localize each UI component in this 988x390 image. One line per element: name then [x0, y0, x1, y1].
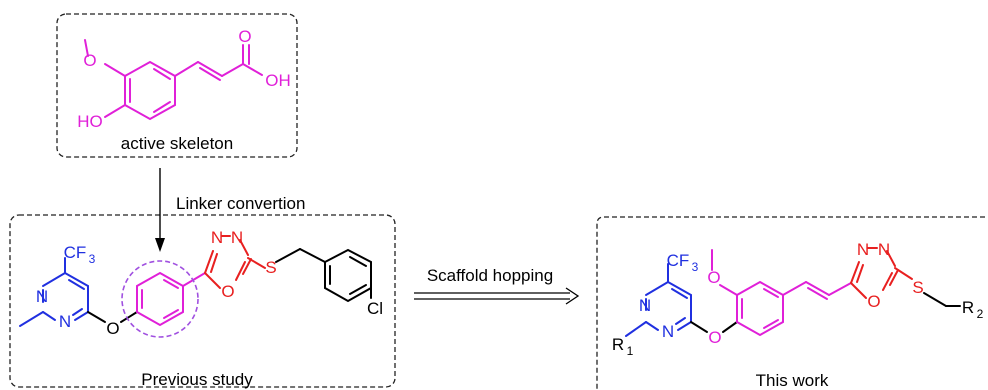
atom-s-left: S — [265, 258, 276, 277]
atom-sub-2: 2 — [977, 307, 984, 321]
atom-n-pyr-top-left: N — [36, 287, 48, 306]
atom-cf-right: CF — [667, 251, 690, 270]
highlight-circle — [121, 260, 199, 338]
atom-s-right: S — [912, 278, 923, 297]
atom-sub-3-right: 3 — [692, 260, 699, 274]
left-linker-bonds — [87, 311, 138, 323]
atom-oh: OH — [265, 71, 291, 90]
atom-sub-1: 1 — [627, 344, 634, 358]
oxadiazole-right — [850, 247, 913, 299]
atom-n1-right: N — [857, 240, 869, 259]
oxadiazole-left — [204, 235, 266, 289]
ferulic-acid-structure — [84, 39, 263, 121]
atom-ho: HO — [77, 112, 103, 131]
atom-o-ring-left: O — [221, 282, 234, 301]
left-benzene — [136, 271, 206, 327]
scaffold-arrow — [414, 287, 580, 305]
left-s-linker — [275, 248, 372, 303]
right-benzene — [711, 249, 852, 337]
atom-n-pyr-bottom-left: N — [59, 312, 71, 331]
atom-cf-left: CF — [64, 243, 87, 262]
atom-n2-right: N — [878, 240, 890, 259]
atom-o-ether-right: O — [708, 328, 721, 347]
atom-o-methoxy: O — [83, 51, 96, 70]
atom-n-pyr-bottom-right: N — [662, 322, 674, 341]
atom-sub-3-left: 3 — [89, 252, 96, 266]
caption-scaffold-hopping: Scaffold hopping — [427, 266, 553, 285]
atom-cl: Cl — [367, 299, 383, 318]
atom-r1: R — [612, 335, 624, 354]
caption-this-work: This work — [756, 371, 829, 390]
caption-active-skeleton: active skeleton — [121, 134, 233, 153]
pyrimidine-right — [625, 263, 692, 337]
pyrimidine-left — [19, 257, 89, 327]
atom-n-pyr-top-right: N — [639, 296, 651, 315]
atom-o-ring-right: O — [867, 292, 880, 311]
caption-linker-convertion: Linker convertion — [176, 194, 305, 213]
atom-n1-left: N — [211, 228, 223, 247]
right-s-linker — [923, 292, 961, 307]
atom-n2-left: N — [231, 228, 243, 247]
atom-o-methoxy-right: O — [707, 268, 720, 287]
atom-o-carbonyl: O — [238, 27, 251, 46]
atom-o-ether-left: O — [106, 319, 119, 338]
box-this-work — [596, 216, 985, 390]
linker-arrow-head — [155, 238, 165, 252]
right-linker-bonds — [690, 321, 738, 333]
box-previous-study — [9, 214, 396, 388]
caption-previous-study: Previous study — [141, 370, 253, 389]
box-active-skeleton — [56, 13, 298, 158]
atom-r2: R — [962, 298, 974, 317]
